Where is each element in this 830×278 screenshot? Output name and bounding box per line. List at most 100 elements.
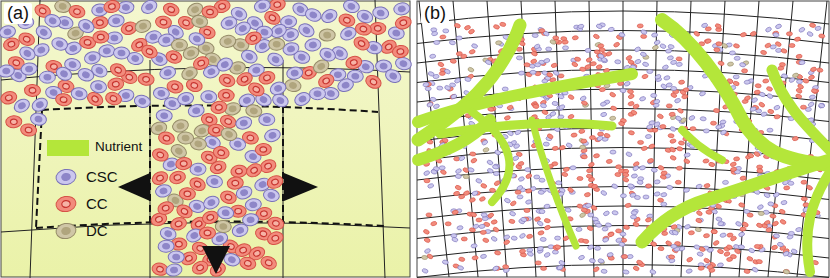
dc-cell <box>133 18 152 35</box>
csc-cell <box>431 28 437 32</box>
dc-cell <box>792 72 799 78</box>
cc-cell <box>670 155 677 161</box>
dc-cell <box>579 212 586 218</box>
cc-cell <box>754 244 760 248</box>
csc-cell <box>734 56 740 60</box>
csc-cell <box>580 95 587 101</box>
csc-cell <box>765 26 772 32</box>
cc-cell <box>740 227 746 232</box>
dc-cell <box>268 38 285 51</box>
csc-cell <box>697 251 704 256</box>
cc-cell <box>55 93 72 107</box>
csc-cell <box>621 254 627 258</box>
csc-cell <box>458 155 465 161</box>
csc-cell <box>645 134 651 139</box>
csc-cell <box>594 246 600 250</box>
cc-cell <box>764 42 771 48</box>
cc-cell <box>647 158 654 163</box>
cc-cell <box>20 123 38 137</box>
cc-cell <box>493 24 500 30</box>
csc-cell <box>735 221 742 227</box>
csc-cell <box>543 58 550 64</box>
csc-cell <box>471 190 478 196</box>
csc-cell <box>503 234 510 240</box>
cc-cell <box>747 152 754 158</box>
csc-cell <box>634 59 641 65</box>
cc-cell <box>554 244 561 249</box>
cc-cell <box>392 44 410 58</box>
csc-cell <box>492 164 499 169</box>
csc-cell <box>158 65 177 81</box>
nutrient-field <box>1 1 410 277</box>
cc-cell <box>623 225 630 230</box>
cc-cell <box>696 210 703 216</box>
cc-cell <box>541 266 547 270</box>
csc-cell <box>629 192 636 197</box>
cc-cell <box>364 73 384 91</box>
cc-cell <box>760 50 767 55</box>
csc-cell <box>649 269 656 275</box>
csc-cell <box>773 192 780 198</box>
cc-cell <box>502 264 508 269</box>
csc-cell <box>263 127 282 144</box>
csc-cell <box>202 194 221 211</box>
cc-cell <box>218 89 235 102</box>
cc-cell <box>599 87 605 92</box>
csc-cell <box>168 251 184 264</box>
cc-cell <box>166 79 184 94</box>
csc-cell <box>750 106 757 111</box>
cc-cell <box>657 198 664 203</box>
csc-cell <box>660 192 667 197</box>
cc-cell <box>563 167 570 172</box>
csc-cell <box>512 155 519 161</box>
cc-cell <box>800 105 806 109</box>
cc-cell <box>598 44 604 49</box>
cc-cell <box>591 184 598 189</box>
cc-cell <box>627 89 634 94</box>
csc-cell <box>798 27 805 33</box>
csc-cell <box>449 40 456 45</box>
csc-cell <box>791 248 798 254</box>
csc-cell <box>781 73 788 78</box>
csc-cell <box>660 83 667 89</box>
csc-cell <box>671 244 677 248</box>
csc-cell <box>158 240 175 253</box>
csc-cell <box>486 159 493 165</box>
csc-cell <box>154 183 173 199</box>
csc-cell <box>517 195 523 199</box>
dc-cell <box>219 126 238 143</box>
cc-cell <box>779 62 785 66</box>
cc-cell <box>756 259 763 264</box>
csc-cell <box>546 47 552 51</box>
csc-cell <box>570 166 576 170</box>
cc-cell <box>703 233 710 238</box>
csc-cell <box>465 77 471 82</box>
csc-cell <box>675 115 682 121</box>
csc-cell <box>200 90 217 103</box>
cc-cell <box>715 204 722 209</box>
cc-cell <box>766 86 773 92</box>
cc-cell <box>698 266 704 271</box>
grid-lines <box>417 1 829 278</box>
csc-cell <box>319 7 339 25</box>
csc-cell <box>76 67 95 83</box>
cc-cell <box>586 168 593 173</box>
cc-cell <box>756 222 763 228</box>
csc-cell <box>70 87 88 101</box>
csc-cell <box>558 260 565 266</box>
cc-cell <box>796 88 803 94</box>
csc-cell <box>619 242 626 247</box>
cc-cell <box>458 257 465 262</box>
cc-cell <box>255 143 272 156</box>
cc-cell <box>468 28 475 34</box>
cc-cell <box>693 31 700 37</box>
cc-cell <box>795 93 802 99</box>
csc-cell <box>602 237 609 243</box>
csc-cell <box>457 225 464 230</box>
dc-cell <box>421 255 427 260</box>
cc-cell <box>538 230 545 235</box>
csc-cell <box>538 27 545 33</box>
cc-cell <box>519 249 526 254</box>
cc-cell <box>757 165 763 169</box>
cc-cell <box>615 165 621 170</box>
